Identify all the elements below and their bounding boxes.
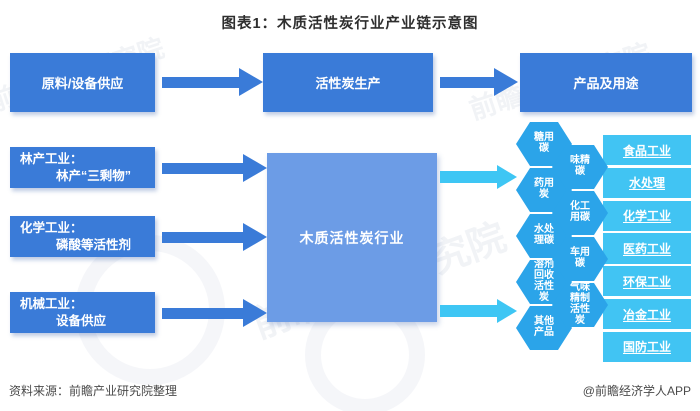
industry-box-chemical: 化学工业 <box>603 200 691 231</box>
arrow-center-to-products-top <box>440 165 517 189</box>
industry-column: 食品工业 水处理 化学工业 医药工业 环保工业 冶金工业 国防工业 <box>603 135 691 362</box>
supplier-machinery-line2: 设备供应 <box>56 313 107 328</box>
supplier-forestry-line2: 林产“三剩物” <box>56 168 132 183</box>
arrow-shaft <box>162 231 243 243</box>
supplier-box-machinery: 机械工业： 设备供应 <box>10 292 155 333</box>
arrow-head-icon <box>243 223 267 251</box>
products-box: 产品及用途 <box>520 53 692 112</box>
supplier-box-forestry: 林产工业： 林产“三剩物” <box>10 147 155 188</box>
arrow-machinery-to-center <box>162 299 267 327</box>
arrow-head-icon <box>243 154 267 182</box>
arrow-head-icon <box>494 68 518 96</box>
center-industry-label: 木质活性炭行业 <box>299 229 405 246</box>
arrow-head-icon <box>243 299 267 327</box>
arrow-head-icon <box>497 165 517 189</box>
supplier-machinery-line1: 机械工业： <box>20 296 83 311</box>
arrow-forestry-to-center <box>162 154 267 182</box>
industry-box-defense: 国防工业 <box>603 331 691 362</box>
industry-box-metallurgy: 冶金工业 <box>603 298 691 330</box>
products-box-label: 产品及用途 <box>573 76 639 91</box>
arrow-head-icon <box>239 68 263 96</box>
supply-box-label: 原料/设备供应 <box>41 76 124 91</box>
arrow-shaft <box>162 307 243 319</box>
industry-box-food: 食品工业 <box>603 135 691 166</box>
supplier-chemical-line1: 化学工业： <box>20 220 83 235</box>
arrow-shaft <box>440 171 497 183</box>
industry-box-pharmaceutical: 医药工业 <box>603 233 691 264</box>
page-title: 图表1：木质活性炭行业产业链示意图 <box>221 16 479 32</box>
center-industry-box: 木质活性炭行业 <box>267 153 437 322</box>
supplier-forestry-line1: 林产工业： <box>20 151 83 166</box>
arrow-chemical-to-center <box>162 223 267 251</box>
arrow-shaft <box>162 76 239 88</box>
supply-box: 原料/设备供应 <box>10 53 155 112</box>
industry-box-water-treatment: 水处理 <box>603 167 691 199</box>
source-text: 资料来源：前瞻产业研究院整理 <box>9 384 178 398</box>
arrow-production-to-products <box>440 68 518 96</box>
arrow-shaft <box>440 76 494 88</box>
industry-box-environmental: 环保工业 <box>603 266 691 297</box>
arrow-supply-to-production <box>162 68 263 96</box>
arrow-center-to-products-bottom <box>440 299 517 323</box>
supplier-chemical-line2: 磷酸等活性剂 <box>56 237 132 252</box>
arrow-shaft <box>440 305 497 317</box>
footer: 资料来源：前瞻产业研究院整理 @前瞻经济学人APP <box>0 382 700 399</box>
production-box: 活性炭生产 <box>263 53 433 112</box>
arrow-shaft <box>162 162 243 174</box>
supplier-box-chemical: 化学工业： 磷酸等活性剂 <box>10 216 155 257</box>
production-box-label: 活性炭生产 <box>315 76 381 91</box>
arrow-head-icon <box>497 299 517 323</box>
credit-text: @前瞻经济学人APP <box>582 384 691 398</box>
